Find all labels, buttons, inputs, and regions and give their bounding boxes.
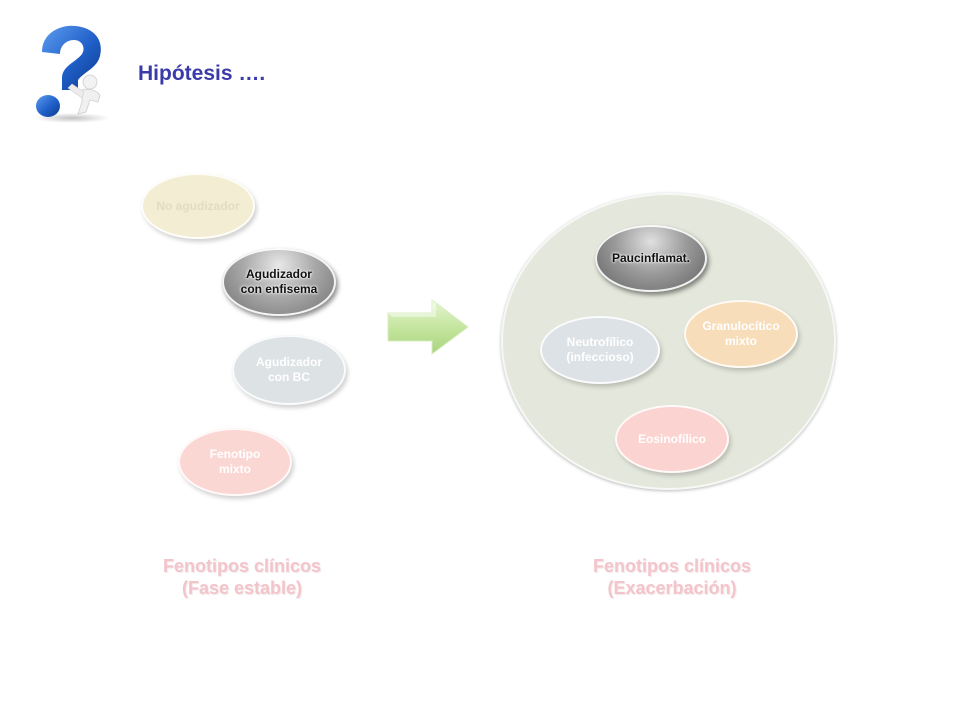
caption-line: Fenotipos clínicos: [162, 556, 322, 576]
phenotype-agudizador-enfisema: Agudizador con enfisema: [222, 248, 336, 316]
caption-exacerbacion: Fenotipos clínicos (Exacerbación): [570, 555, 774, 599]
caption-line: (Exacerbación): [607, 578, 737, 598]
question-mark-person-icon: [34, 25, 110, 123]
page-title: Hipótesis ….: [138, 62, 266, 85]
phenotype-neutrofilico: Neutrofílico (infeccioso): [540, 316, 660, 384]
caption-line: (Fase estable): [181, 578, 303, 598]
phenotype-no-agudizador: No agudizador: [141, 173, 255, 239]
right-arrow-icon: [387, 299, 469, 355]
caption-fase-estable: Fenotipos clínicos (Fase estable): [140, 555, 344, 599]
caption-line: Fenotipos clínicos: [592, 556, 752, 576]
phenotype-agudizador-bc: Agudizador con BC: [232, 335, 346, 405]
phenotype-eosinofilico: Eosinofílico: [615, 405, 729, 473]
phenotype-paucinflamat: Paucinflamat.: [595, 225, 707, 292]
phenotype-granulocitico-mixto: Granulocítico mixto: [684, 300, 798, 368]
phenotype-fenotipo-mixto: Fenotipo mixto: [178, 428, 292, 496]
